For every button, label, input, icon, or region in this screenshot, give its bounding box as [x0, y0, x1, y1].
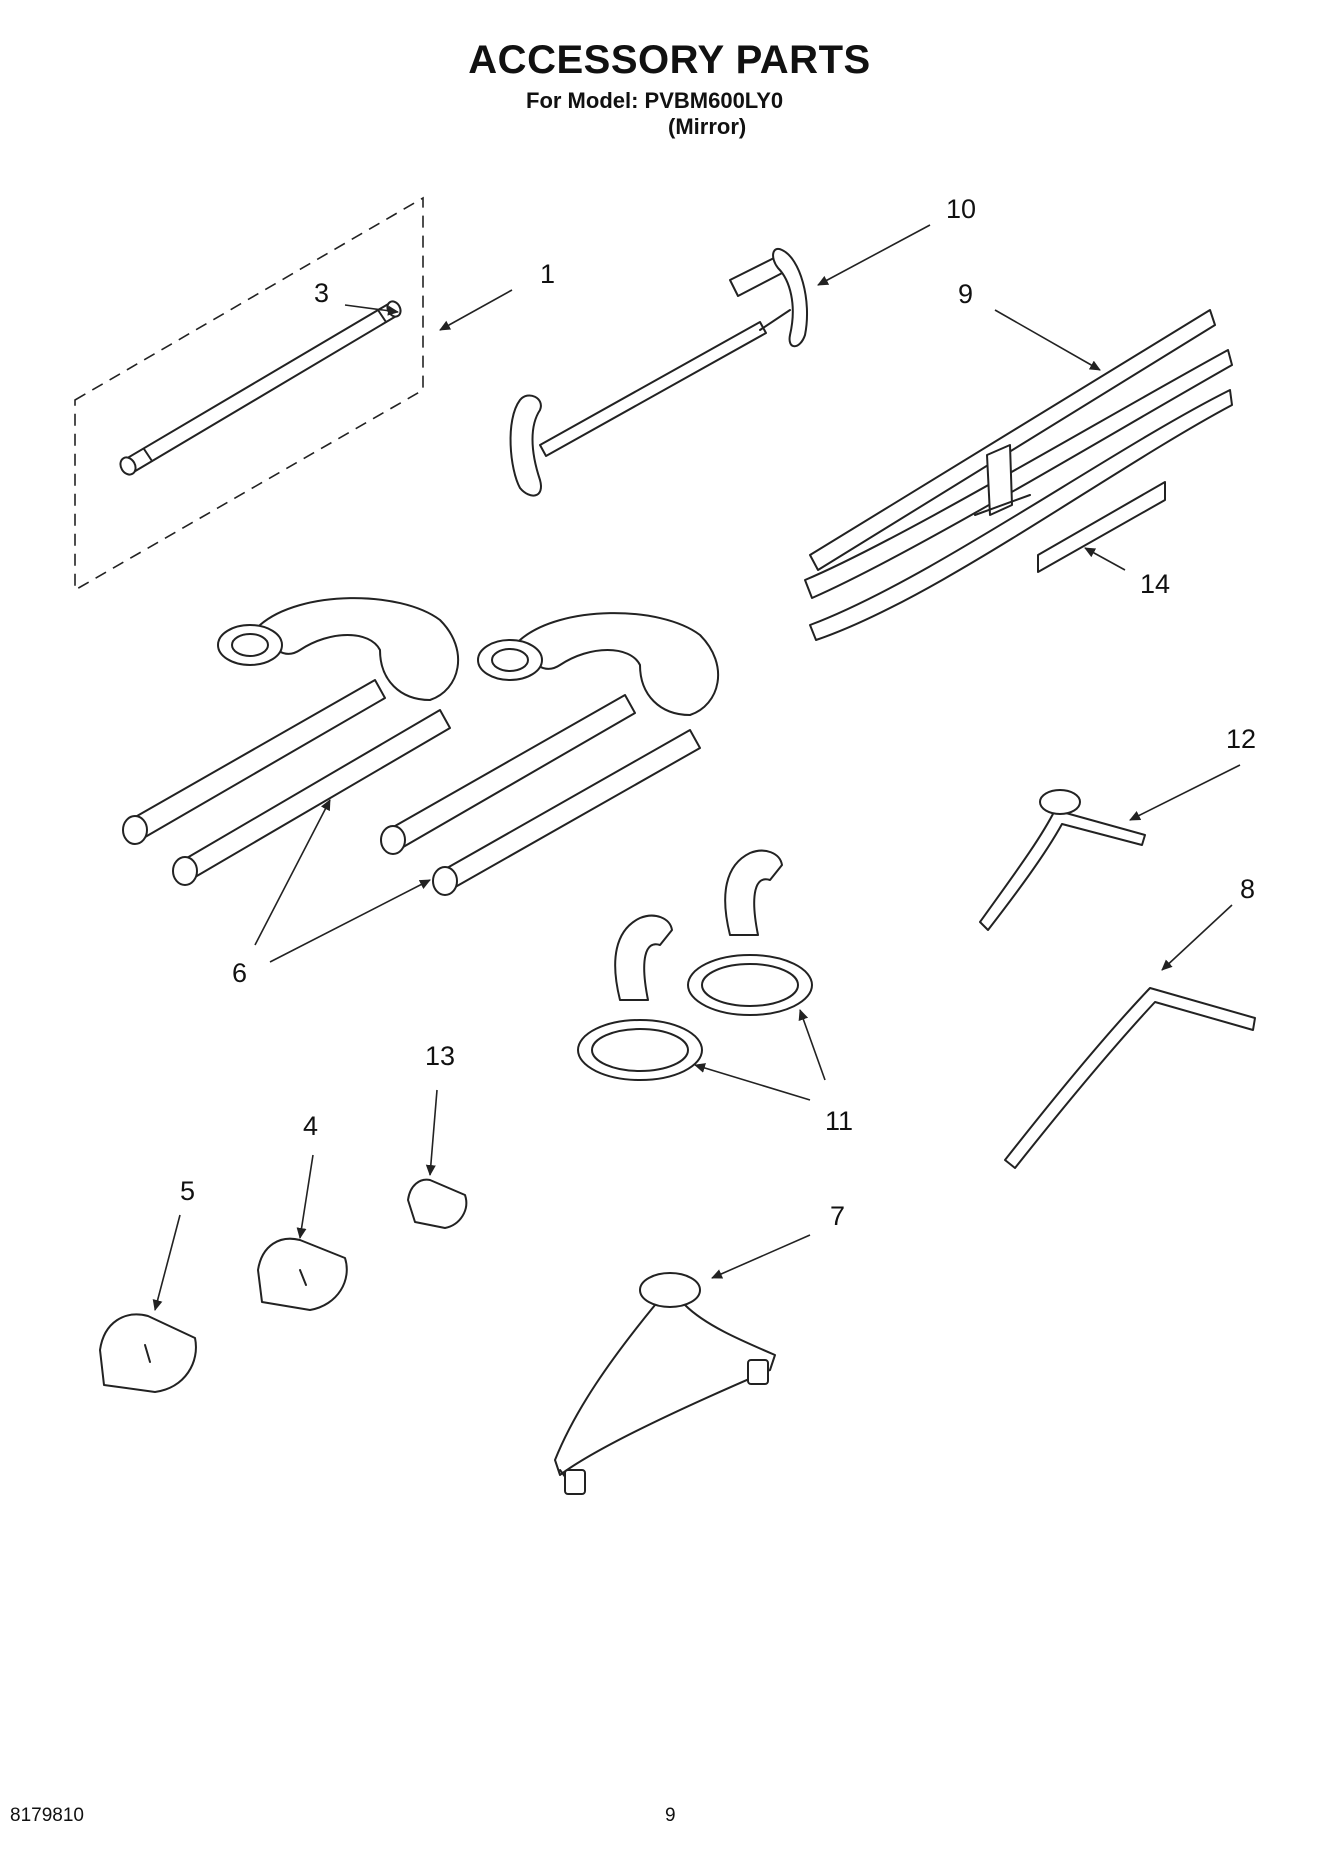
- callout-10: 10: [946, 194, 976, 224]
- callout-11: 11: [825, 1106, 853, 1136]
- part-13-foot: [407, 1178, 468, 1229]
- part-12-hanger: [979, 789, 1146, 931]
- callout-5: 5: [180, 1176, 195, 1206]
- model-line: For Model: PVBM600LY0: [526, 88, 784, 113]
- callout-12: 12: [1226, 724, 1256, 754]
- part-1-rod-package: [74, 196, 424, 592]
- callout-4: 4: [303, 1111, 318, 1141]
- callout-6: 6: [232, 958, 247, 988]
- callout-7: 7: [830, 1201, 845, 1231]
- leader-lines: [152, 224, 1241, 1311]
- part-14-strip: [1037, 481, 1166, 573]
- part-8-hanger: [1004, 987, 1256, 1169]
- part-4-foot-h: [257, 1237, 348, 1311]
- page-title: ACCESSORY PARTS: [468, 38, 871, 82]
- callout-1: 1: [540, 259, 555, 289]
- callout-13: 13: [425, 1041, 455, 1071]
- part-11-clips: [577, 849, 813, 1081]
- model-variant: (Mirror): [668, 114, 747, 139]
- part-6-rack-left: [122, 597, 459, 886]
- document-number: 8179810: [10, 1805, 84, 1826]
- part-7-hanger: [554, 1272, 776, 1495]
- part-5-foot-l: [99, 1313, 197, 1393]
- callout-3: 3: [314, 278, 329, 308]
- callout-14: 14: [1140, 569, 1170, 599]
- part-9-trim: [804, 309, 1233, 641]
- callout-9: 9: [958, 279, 973, 309]
- callout-8: 8: [1240, 874, 1255, 904]
- part-6-rack-right: [380, 612, 719, 896]
- part-10-rod: [509, 247, 809, 497]
- page-number: 9: [665, 1805, 676, 1826]
